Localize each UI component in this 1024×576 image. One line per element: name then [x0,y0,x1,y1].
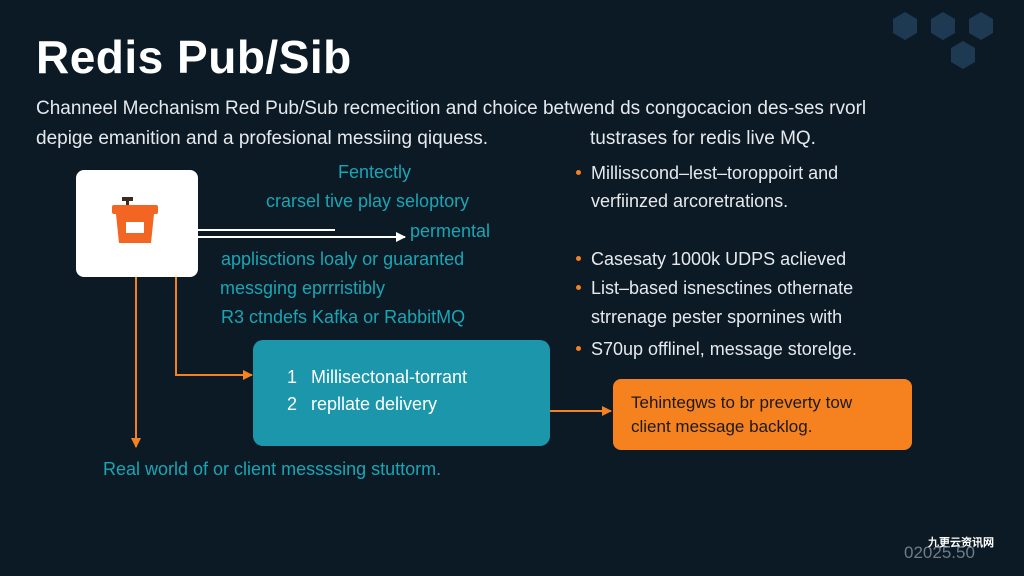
backlog-line-2: client message backlog. [631,417,813,436]
teal-note-3: permental [410,221,491,241]
backlog-line-1: Tehintegws to br preverty tow [631,393,853,412]
backlog-box: Tehintegws to br preverty tow client mes… [613,379,912,450]
bullet-4-line-1: S70up offlinel, message storelge. [591,339,857,359]
delivery-item-text: Millisectonal-torrant [311,367,468,387]
bullet-1-line-2: verfiinzed arcoretrations. [591,191,789,211]
intro-line-2-right: tustrases for redis live MQ. [590,128,816,149]
bullet-dot [576,256,581,261]
bullet-dot [576,346,581,351]
teal-note-4: applisctions loaly or guaranted [221,249,465,269]
teal-note-2: crarsel tive play seloptory [266,191,470,211]
date-stamp: 02025.50 [904,543,975,562]
bullet-2-line-1: Casesaty 1000k UDPS aclieved [591,249,847,269]
intro-line-1: Channeel Mechanism Red Pub/Sub recmeciti… [36,98,867,119]
teal-note-5: messging eprrristibly [220,278,386,298]
delivery-item-number: 1 [287,367,298,387]
delivery-item-number: 2 [287,394,298,414]
hexagon-decoration-icon [893,12,993,69]
delivery-item-text: repllate delivery [311,394,438,414]
watermark-text: 九更云资讯网 [928,537,994,549]
basket-icon [112,197,158,243]
delivery-box: 1 Millisectonal-torrant 2 repllate deliver… [253,340,550,446]
bullet-dot [576,285,581,290]
bullet-dot [576,170,581,175]
delivery-item: 2 repllate delivery [287,394,437,415]
delivery-item: 1 Millisectonal-torrant [287,367,467,388]
intro-line-2-left: depige emanition and a profesional messi… [36,128,489,149]
footer-caption: Real world of or client messssing stutto… [103,459,442,479]
teal-note-6: R3 ctndefs Kafka or RabbitMQ [221,307,466,327]
page-title: Redis Pub/Sib [36,31,352,83]
bullet-3-line-2: strrenage pester spornines with [591,307,843,327]
bullet-3-line-1: List–based isnesctines othernate [591,278,854,298]
icon-card [76,170,198,277]
bullet-1-line-1: Millisscond–lest–toroppoirt and [591,163,839,183]
teal-note-1: Fentectly [338,162,412,182]
